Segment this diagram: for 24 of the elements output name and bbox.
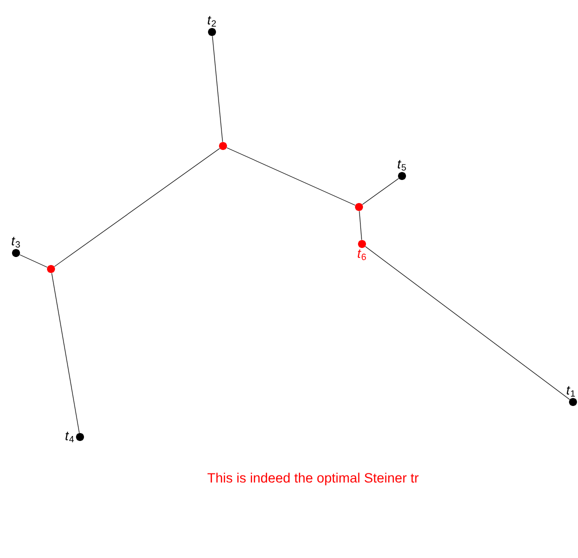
- node-label: t$_{5}$: [398, 160, 406, 171]
- node-label: t$_{2}$: [208, 16, 216, 27]
- tree-edge: [359, 210, 362, 240]
- tree-edge: [362, 178, 399, 205]
- tree-edge: [54, 148, 220, 267]
- terminal-point: t$_{2}$: [208, 16, 216, 36]
- tree-edge: [365, 246, 570, 400]
- tree-edge: [226, 147, 356, 206]
- tree-edge: [51, 272, 80, 434]
- terminal-point: t$_{1}$: [566, 386, 577, 406]
- node-label: t$_{3}$: [12, 236, 20, 248]
- steiner-point: [355, 203, 363, 211]
- note-text: This is indeed the optimal Steiner tr: [208, 472, 419, 486]
- tree-edge: [212, 36, 223, 142]
- terminal-point: t$_{5}$: [398, 160, 406, 180]
- node-label: t$_{6}$: [358, 249, 366, 260]
- steiner-point: [47, 265, 55, 273]
- node-label: t$_{4}$: [66, 432, 74, 442]
- terminal-point: t$_{3}$: [12, 236, 20, 257]
- tree-edge: [20, 254, 48, 268]
- node-label: t$_{1}$: [566, 386, 575, 397]
- steiner-point: [219, 142, 227, 150]
- terminal-point: t$_{6}$: [358, 240, 366, 260]
- terminal-point: t$_{4}$: [66, 432, 84, 442]
